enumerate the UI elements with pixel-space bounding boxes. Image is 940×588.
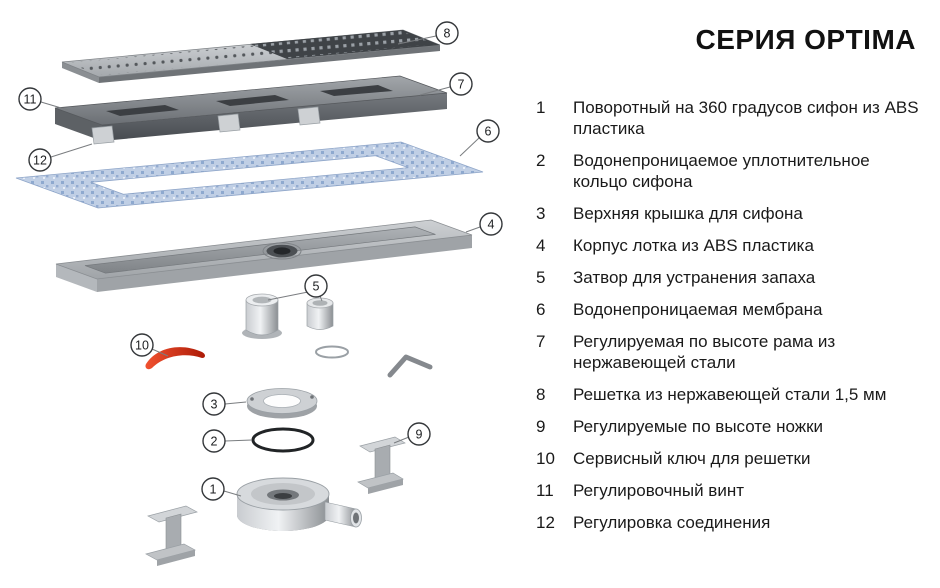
callout-6: 6 bbox=[476, 119, 500, 143]
page-title: СЕРИЯ OPTIMA bbox=[695, 24, 916, 55]
frame-bracket bbox=[217, 113, 241, 133]
legend-item: 4 Корпус лотка из ABS пластика bbox=[536, 235, 920, 256]
legend-item: 1 Поворотный на 360 градусов сифон из AB… bbox=[536, 97, 920, 139]
legend-item-text: Водонепроницаемая мембрана bbox=[573, 300, 823, 319]
svg-text:4: 4 bbox=[488, 218, 495, 232]
svg-text:12: 12 bbox=[33, 154, 47, 168]
callout-11: 11 bbox=[18, 87, 42, 111]
membrane-part bbox=[15, 141, 484, 209]
callout-9: 9 bbox=[407, 422, 431, 446]
hex-key-part bbox=[387, 354, 433, 378]
callout-3: 3 bbox=[202, 392, 226, 416]
callout-7: 7 bbox=[449, 72, 473, 96]
svg-text:5: 5 bbox=[313, 280, 320, 294]
legend-item: 8 Решетка из нержавеющей стали 1,5 мм bbox=[536, 384, 920, 405]
legend-item: 2 Водонепроницаемое уплотнительное кольц… bbox=[536, 150, 920, 192]
siphon-part bbox=[236, 477, 362, 531]
legend-item-text: Регулировочный винт bbox=[573, 481, 745, 500]
tray-part bbox=[55, 219, 473, 292]
svg-text:8: 8 bbox=[444, 27, 451, 41]
callout-balloons: 8 7 6 4 11 12 5 10 bbox=[18, 21, 503, 501]
frame-bracket bbox=[91, 125, 115, 145]
legend-item-number: 5 bbox=[536, 268, 546, 287]
legend-item: 5 Затвор для устранения запаха bbox=[536, 267, 920, 288]
legend-item-text: Корпус лотка из ABS пластика bbox=[573, 236, 814, 255]
svg-text:7: 7 bbox=[458, 78, 465, 92]
legend-item-text: Регулируемые по высоте ножки bbox=[573, 417, 824, 436]
legend-item-text: Регулировка соединения bbox=[573, 513, 771, 532]
legend-item: 3 Верхняя крышка для сифона bbox=[536, 203, 920, 224]
svg-text:1: 1 bbox=[210, 483, 217, 497]
frame-slot bbox=[106, 105, 179, 116]
legend-item: 11 Регулировочный винт bbox=[536, 480, 920, 501]
legend-item-text: Решетка из нержавеющей стали 1,5 мм bbox=[573, 385, 887, 404]
legend-item-number: 2 bbox=[536, 151, 546, 170]
legend-item-number: 12 bbox=[536, 513, 555, 532]
legend-item-number: 9 bbox=[536, 417, 546, 436]
frame-bracket bbox=[297, 106, 321, 126]
frame-slot bbox=[320, 85, 393, 96]
callout-2: 2 bbox=[202, 429, 226, 453]
legend-item: 9 Регулируемые по высоте ножки bbox=[536, 416, 920, 437]
svg-text:11: 11 bbox=[24, 93, 37, 107]
legend-item: 6 Водонепроницаемая мембрана bbox=[536, 299, 920, 320]
callout-5: 5 bbox=[304, 274, 328, 298]
exploded-diagram: 8 7 6 4 11 12 5 10 bbox=[15, 21, 503, 566]
legend-item: 7 Регулируемая по высоте рама из нержаве… bbox=[536, 331, 920, 373]
legend-item-number: 4 bbox=[536, 236, 546, 255]
legend-item-number: 11 bbox=[536, 481, 554, 500]
trap-gasket bbox=[315, 345, 349, 359]
legend-item-number: 10 bbox=[536, 449, 555, 468]
legend-item-text: Сервисный ключ для решетки bbox=[573, 449, 811, 468]
legend-item-number: 7 bbox=[536, 332, 546, 351]
legend-item-text: Верхняя крышка для сифона bbox=[573, 204, 803, 223]
callout-leaders bbox=[40, 35, 481, 497]
svg-text:3: 3 bbox=[211, 398, 218, 412]
grate-part bbox=[61, 29, 441, 83]
callout-12: 12 bbox=[28, 148, 52, 172]
callout-10: 10 bbox=[130, 333, 154, 357]
callout-4: 4 bbox=[479, 212, 503, 236]
legend-item-text: Водонепроницаемое уплотнительное кольцо … bbox=[573, 151, 870, 191]
foot-right-part bbox=[357, 436, 406, 494]
parts-legend: 1 Поворотный на 360 градусов сифон из AB… bbox=[536, 97, 920, 533]
svg-text:9: 9 bbox=[416, 428, 423, 442]
svg-text:10: 10 bbox=[135, 339, 149, 353]
svg-text:6: 6 bbox=[485, 125, 492, 139]
drain-ring bbox=[262, 242, 302, 260]
legend-item: 12 Регулировка соединения bbox=[536, 512, 920, 533]
legend-item-number: 6 bbox=[536, 300, 546, 319]
callout-8: 8 bbox=[435, 21, 459, 45]
svg-text:2: 2 bbox=[211, 435, 218, 449]
legend-item-number: 3 bbox=[536, 204, 546, 223]
callout-1: 1 bbox=[201, 477, 225, 501]
legend-item-text: Затвор для устранения запаха bbox=[573, 268, 816, 287]
legend-item-text: Поворотный на 360 градусов сифон из ABS … bbox=[573, 98, 919, 138]
frame-slot bbox=[216, 95, 289, 106]
legend-item-number: 1 bbox=[536, 98, 546, 117]
odor-trap-part bbox=[242, 293, 349, 359]
legend-item-number: 8 bbox=[536, 385, 546, 404]
o-ring-part bbox=[251, 427, 315, 453]
foot-left-part bbox=[145, 505, 198, 566]
siphon-cover-part bbox=[246, 388, 318, 419]
frame-part bbox=[54, 75, 448, 145]
legend-item: 10 Сервисный ключ для решетки bbox=[536, 448, 920, 469]
legend-item-text: Регулируемая по высоте рама из нержавеющ… bbox=[573, 332, 836, 372]
